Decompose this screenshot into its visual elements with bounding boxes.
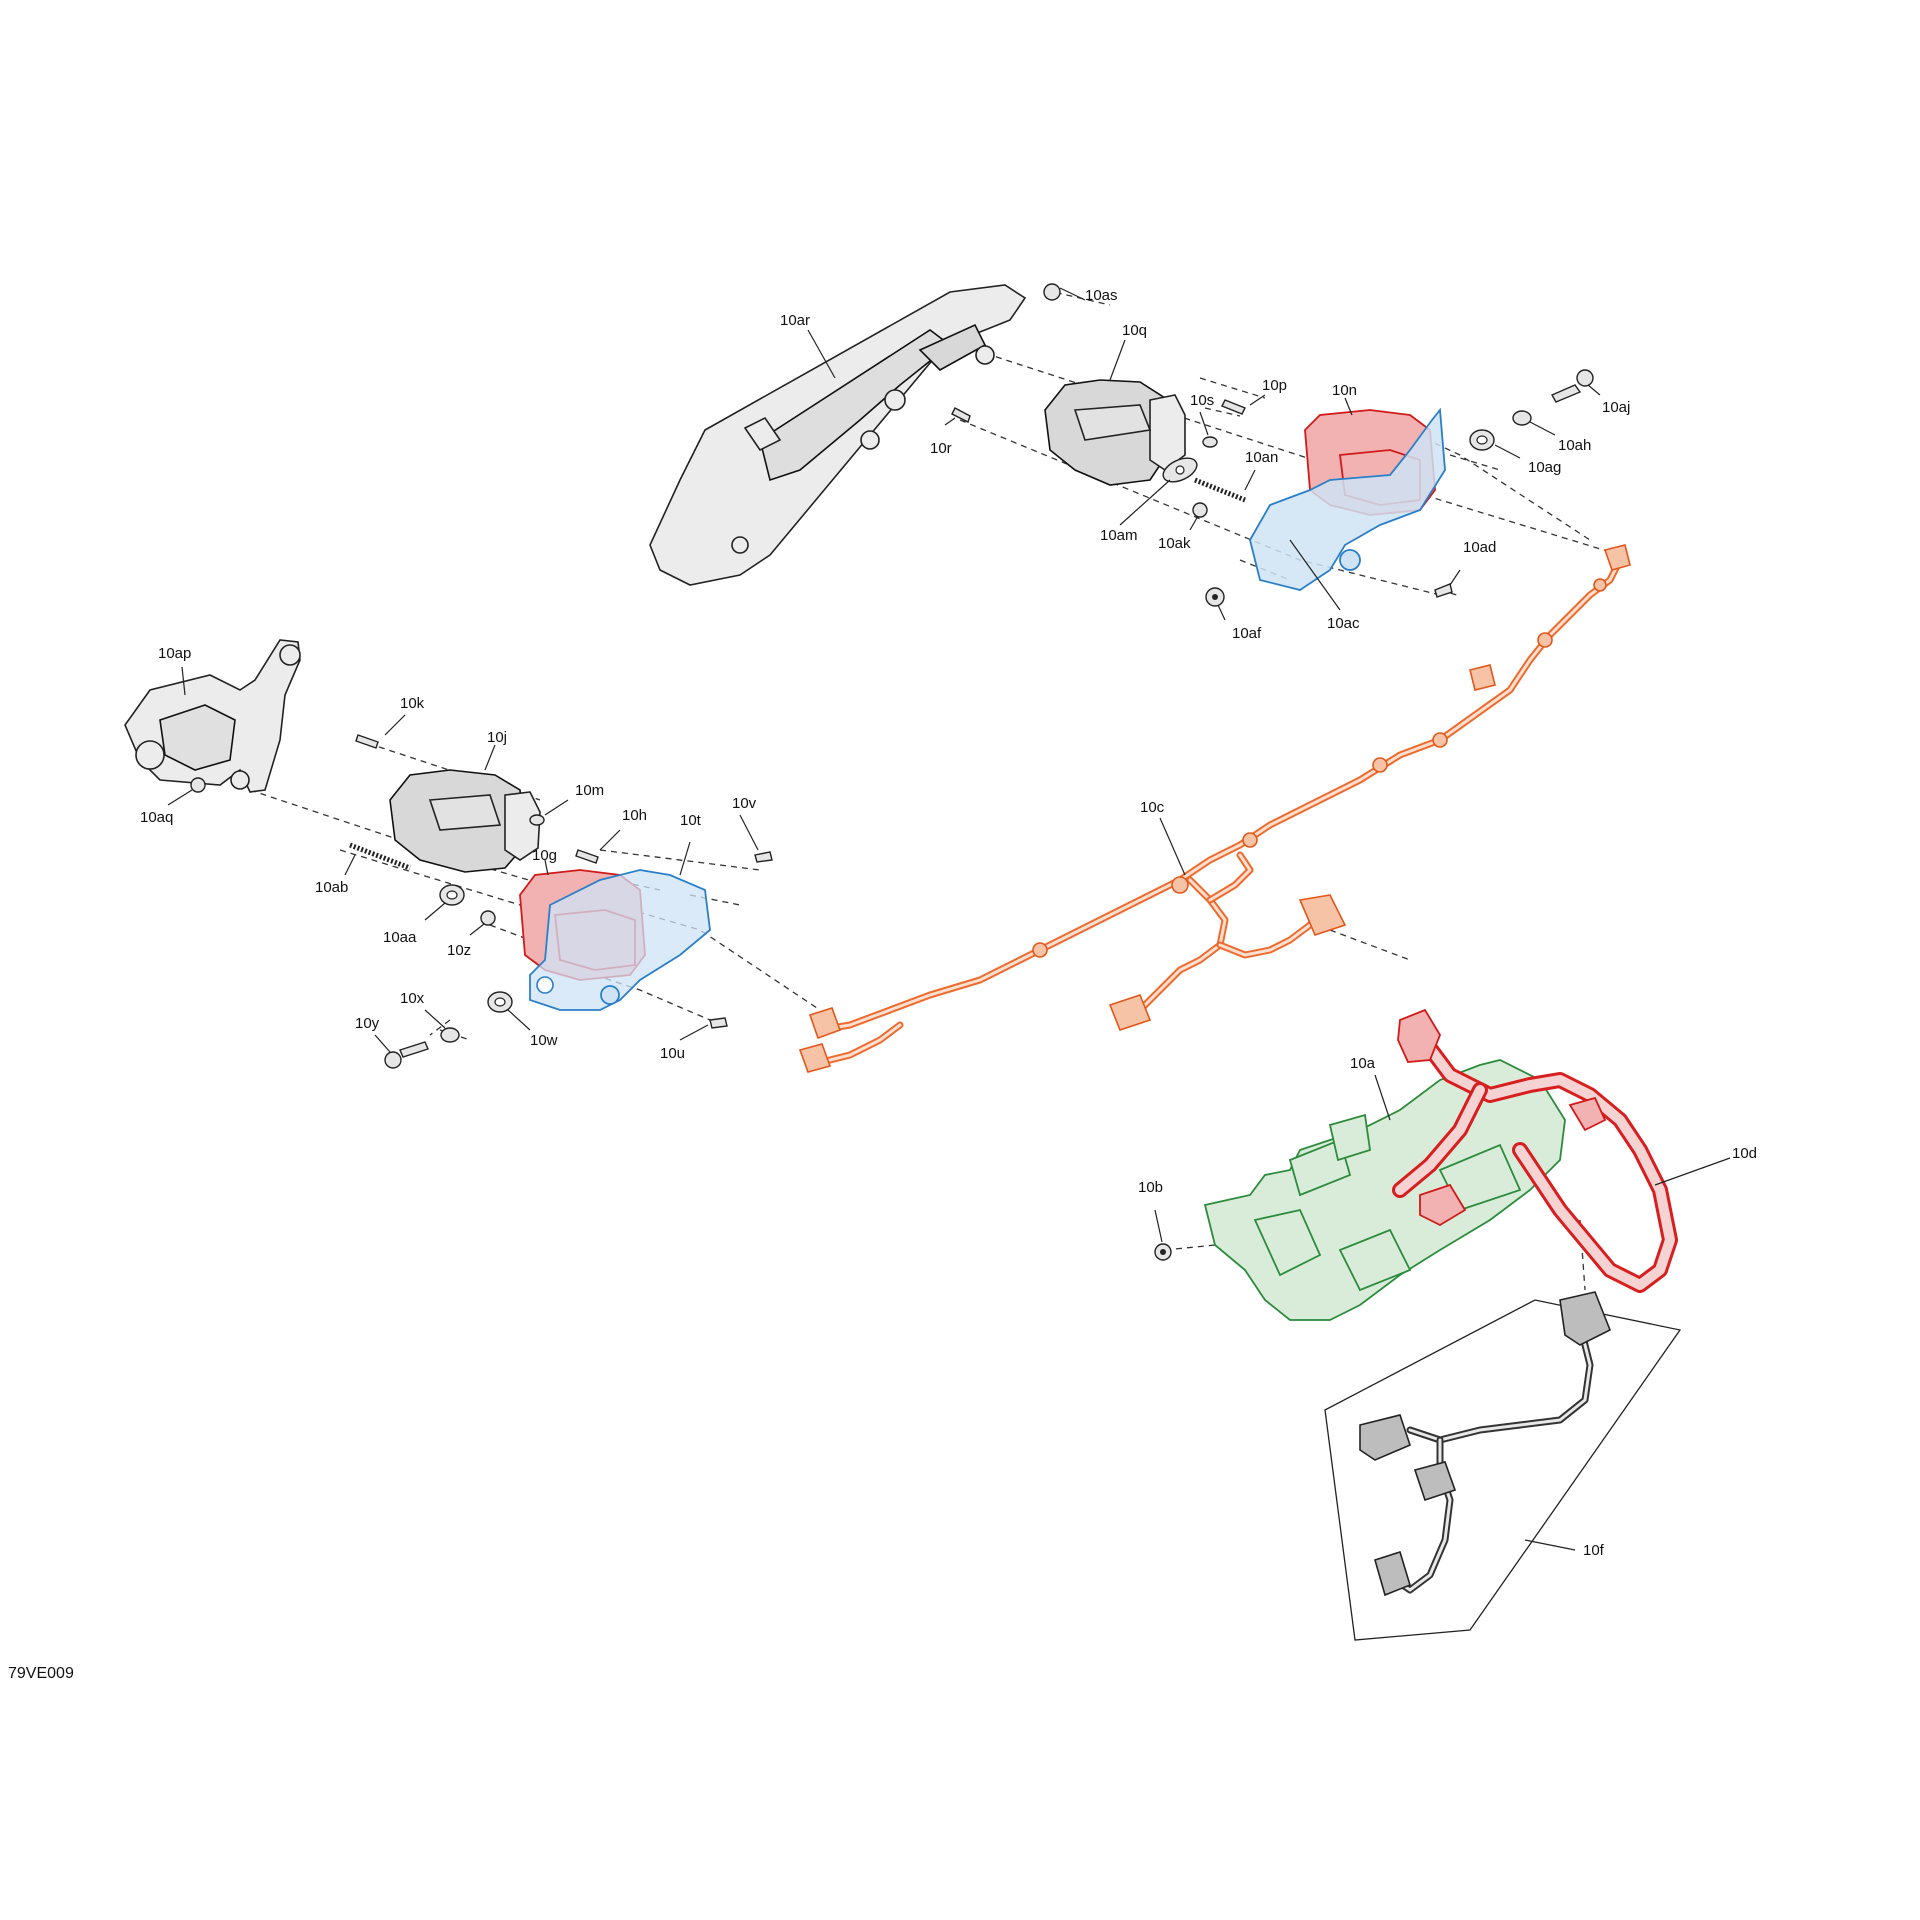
part-10a-housing bbox=[1203, 1059, 1566, 1321]
label-10m: 10m bbox=[575, 782, 604, 799]
label-10s: 10s bbox=[1190, 392, 1214, 409]
label-10n: 10n bbox=[1332, 382, 1357, 399]
label-10p: 10p bbox=[1262, 377, 1287, 394]
fastener-10p-screw bbox=[1221, 394, 1266, 415]
label-10r: 10r bbox=[930, 440, 952, 457]
fastener-10ah-washer bbox=[1512, 410, 1556, 436]
part-10f-harness bbox=[1324, 1291, 1682, 1641]
label-10y: 10y bbox=[355, 1015, 380, 1032]
fastener-10v-screw bbox=[739, 814, 773, 863]
label-10v: 10v bbox=[732, 795, 757, 812]
fastener-10r-screw bbox=[944, 407, 971, 426]
part-10q-actuator bbox=[1044, 339, 1186, 486]
fastener-10aq-nut bbox=[167, 777, 206, 806]
callout-labels: 10ar 10as 10q 10r 10s 10p 10n 10an 10am … bbox=[8, 287, 1757, 1682]
part-10t-bracket bbox=[529, 841, 711, 1011]
label-10ag: 10ag bbox=[1528, 459, 1561, 476]
label-10h: 10h bbox=[622, 807, 647, 824]
diagram-code: 79VE009 bbox=[8, 1665, 74, 1682]
label-10aq: 10aq bbox=[140, 809, 173, 826]
fastener-10ab-spring bbox=[344, 842, 411, 876]
part-10ap-bracket bbox=[124, 639, 301, 793]
label-10as: 10as bbox=[1085, 287, 1118, 304]
fasteners bbox=[167, 283, 1601, 1261]
label-10ab: 10ab bbox=[315, 879, 348, 896]
label-10ah: 10ah bbox=[1558, 437, 1591, 454]
label-10aj: 10aj bbox=[1602, 399, 1630, 416]
label-10ac: 10ac bbox=[1327, 615, 1360, 632]
fastener-10am-plate bbox=[1119, 457, 1198, 526]
fastener-10k-screw bbox=[355, 714, 406, 749]
fastener-10b-screw bbox=[1154, 1209, 1172, 1261]
fastener-10ad-screw bbox=[1434, 569, 1461, 598]
label-10ad: 10ad bbox=[1463, 539, 1496, 556]
fastener-10af-screw bbox=[1205, 587, 1226, 621]
label-10af: 10af bbox=[1232, 625, 1262, 642]
label-10b: 10b bbox=[1138, 1179, 1163, 1196]
fastener-10as-nut bbox=[1043, 283, 1086, 301]
fastener-10z-nut bbox=[469, 910, 496, 936]
fastener-10h-screw bbox=[575, 829, 621, 864]
label-10x: 10x bbox=[400, 990, 425, 1007]
fastener-10ak-nut bbox=[1189, 502, 1208, 531]
label-10f: 10f bbox=[1583, 1542, 1605, 1559]
label-10am: 10am bbox=[1100, 527, 1138, 544]
fastener-10x-washer bbox=[424, 1009, 460, 1043]
label-10an: 10an bbox=[1245, 449, 1278, 466]
fastener-10ag-grommet bbox=[1469, 429, 1521, 459]
part-10ac-bracket bbox=[1249, 407, 1446, 611]
label-10ap: 10ap bbox=[158, 645, 191, 662]
label-10t: 10t bbox=[680, 812, 702, 829]
label-10k: 10k bbox=[400, 695, 425, 712]
label-10g: 10g bbox=[532, 847, 557, 864]
fastener-10w-grommet bbox=[487, 991, 531, 1031]
label-10d: 10d bbox=[1732, 1145, 1757, 1162]
fastener-10u-screw bbox=[679, 1017, 728, 1041]
label-10z: 10z bbox=[447, 942, 471, 959]
label-10q: 10q bbox=[1122, 322, 1147, 339]
fastener-10s-washer bbox=[1199, 411, 1218, 448]
part-10c-harness bbox=[798, 544, 1631, 1073]
label-10u: 10u bbox=[660, 1045, 685, 1062]
label-10a: 10a bbox=[1350, 1055, 1376, 1072]
label-10c: 10c bbox=[1140, 799, 1165, 816]
part-10ar-housing bbox=[649, 284, 1027, 586]
part-10d-harness bbox=[1392, 1008, 1731, 1293]
fastener-10an-spring bbox=[1194, 469, 1256, 503]
label-10j: 10j bbox=[487, 729, 507, 746]
fastener-10y-bolt bbox=[374, 1034, 429, 1069]
fastener-10aj-bolt bbox=[1551, 369, 1601, 403]
label-10w: 10w bbox=[530, 1032, 558, 1049]
label-10ak: 10ak bbox=[1158, 535, 1191, 552]
label-10aa: 10aa bbox=[383, 929, 417, 946]
fastener-10aa-grommet bbox=[424, 884, 465, 921]
fastener-10m-washer bbox=[529, 799, 569, 826]
part-10j-actuator bbox=[389, 744, 541, 873]
label-10ar: 10ar bbox=[780, 312, 810, 329]
